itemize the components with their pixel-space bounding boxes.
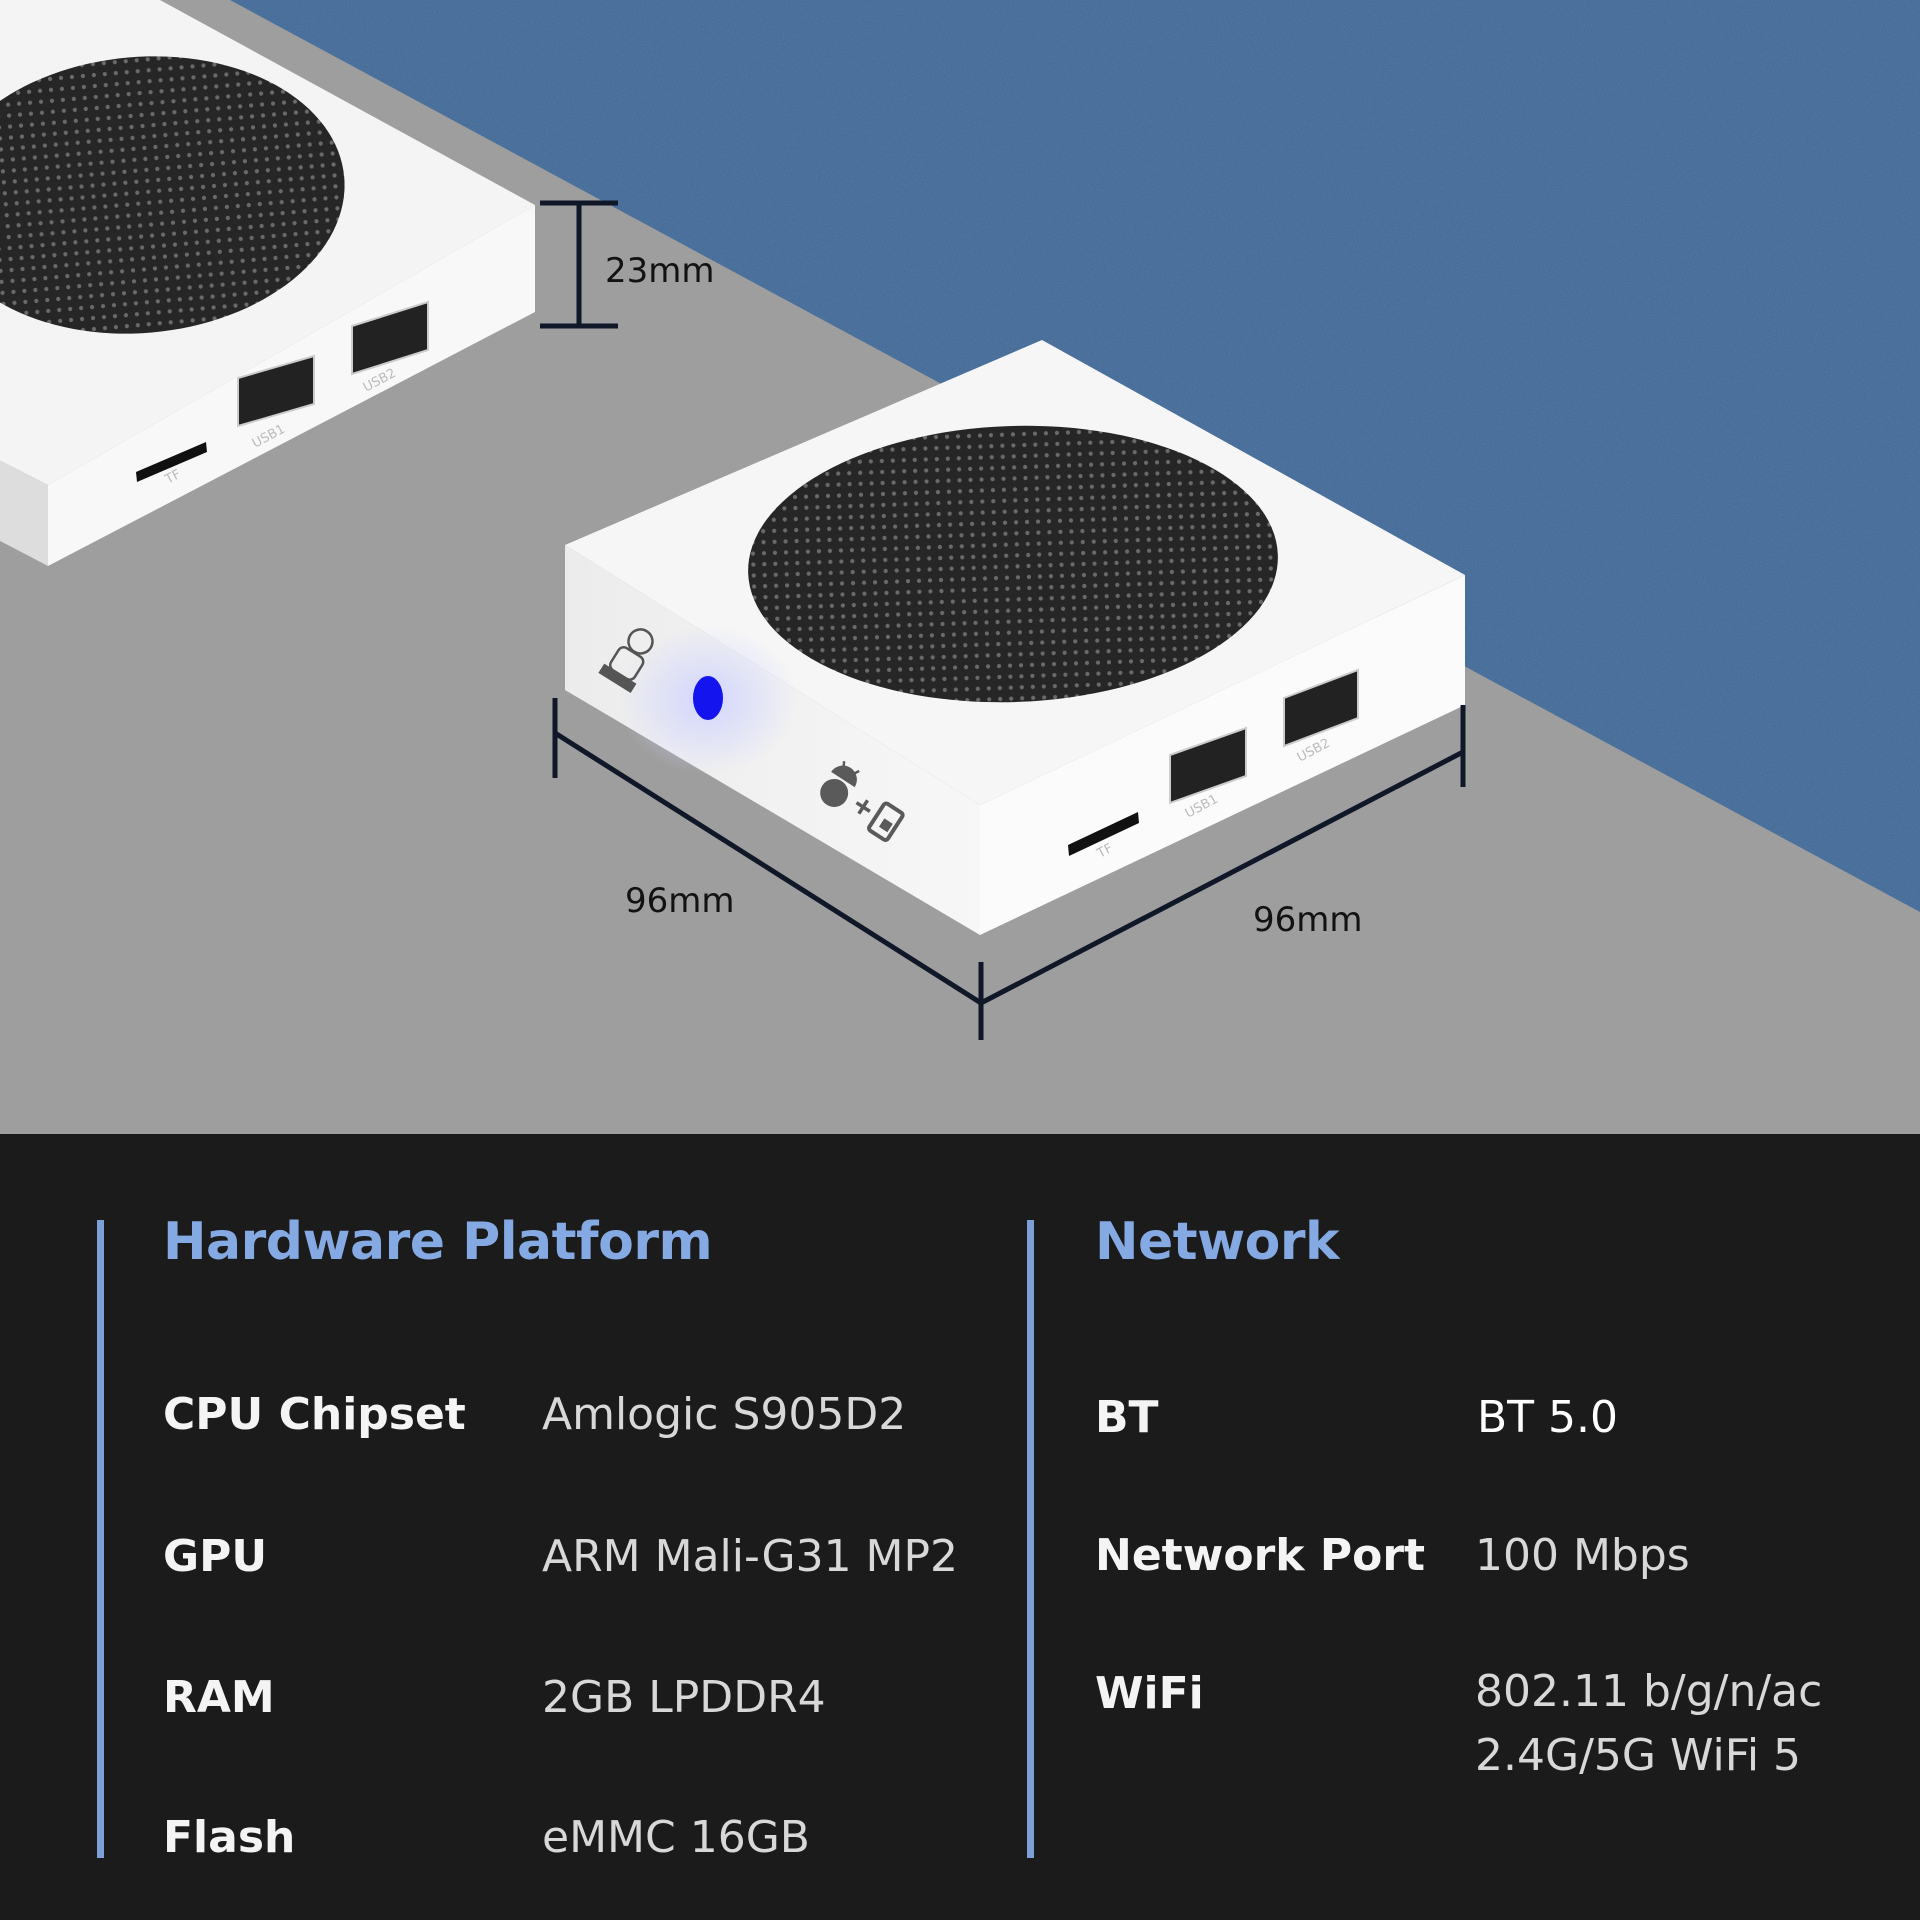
flash-label: Flash: [163, 1812, 296, 1863]
bt-label: BT: [1095, 1392, 1159, 1443]
width-dimension-label: 96mm: [1253, 900, 1363, 940]
depth-dimension-label: 96mm: [625, 881, 735, 921]
network-port-value: 100 Mbps: [1475, 1530, 1690, 1581]
cpu-chipset-label: CPU Chipset: [163, 1389, 466, 1440]
usb1-port-icon: [237, 354, 315, 428]
back-device: TF USB1 USB2: [0, 0, 535, 566]
footprint-dimensions: [552, 698, 1466, 1040]
height-dimension: [540, 200, 618, 329]
wifi-band-line: 2.4G/5G WiFi 5: [1475, 1730, 1802, 1781]
tf-slot-icon: [1068, 812, 1139, 856]
tf-slot-icon: [136, 442, 207, 482]
product-scene: TF USB1 USB2 23mm: [0, 0, 1920, 1134]
height-dimension-label: 23mm: [605, 251, 715, 291]
gpu-value: ARM Mali-G31 MP2: [542, 1531, 959, 1582]
svg-text:TF: TF: [1094, 841, 1116, 862]
wifi-label: WiFi: [1095, 1668, 1204, 1719]
flash-value: eMMC 16GB: [542, 1812, 810, 1863]
ram-label: RAM: [163, 1672, 275, 1723]
power-led-icon: [693, 676, 723, 720]
cpu-chipset-value: Amlogic S905D2: [542, 1389, 907, 1440]
wifi-standard-line: 802.11 b/g/n/ac: [1475, 1666, 1823, 1717]
ram-value: 2GB LPDDR4: [542, 1672, 826, 1723]
spec-panel: Hardware Platform CPU Chipset Amlogic S9…: [0, 1134, 1920, 1920]
usb1-port-icon: [1169, 726, 1247, 805]
network-title: Network: [1095, 1212, 1340, 1272]
usb2-port-icon: [351, 300, 429, 376]
bt-value: BT 5.0: [1477, 1392, 1619, 1443]
hardware-accent-bar: [97, 1220, 104, 1858]
front-device: TF USB1 USB2: [565, 340, 1465, 935]
back-device-grille: [0, 56, 345, 334]
usb2-port-icon: [1283, 668, 1359, 748]
network-accent-bar: [1027, 1220, 1034, 1858]
android-plus-game-logo-icon: [820, 761, 905, 842]
wifi-value: 802.11 b/g/n/ac 2.4G/5G WiFi 5: [1475, 1660, 1822, 1788]
gpu-label: GPU: [163, 1531, 268, 1582]
front-device-grille: [748, 425, 1278, 703]
hardware-platform-title: Hardware Platform: [163, 1212, 713, 1272]
svg-text:TF: TF: [162, 467, 184, 488]
mascot-logo-icon: [598, 628, 654, 694]
network-port-label: Network Port: [1095, 1530, 1426, 1581]
